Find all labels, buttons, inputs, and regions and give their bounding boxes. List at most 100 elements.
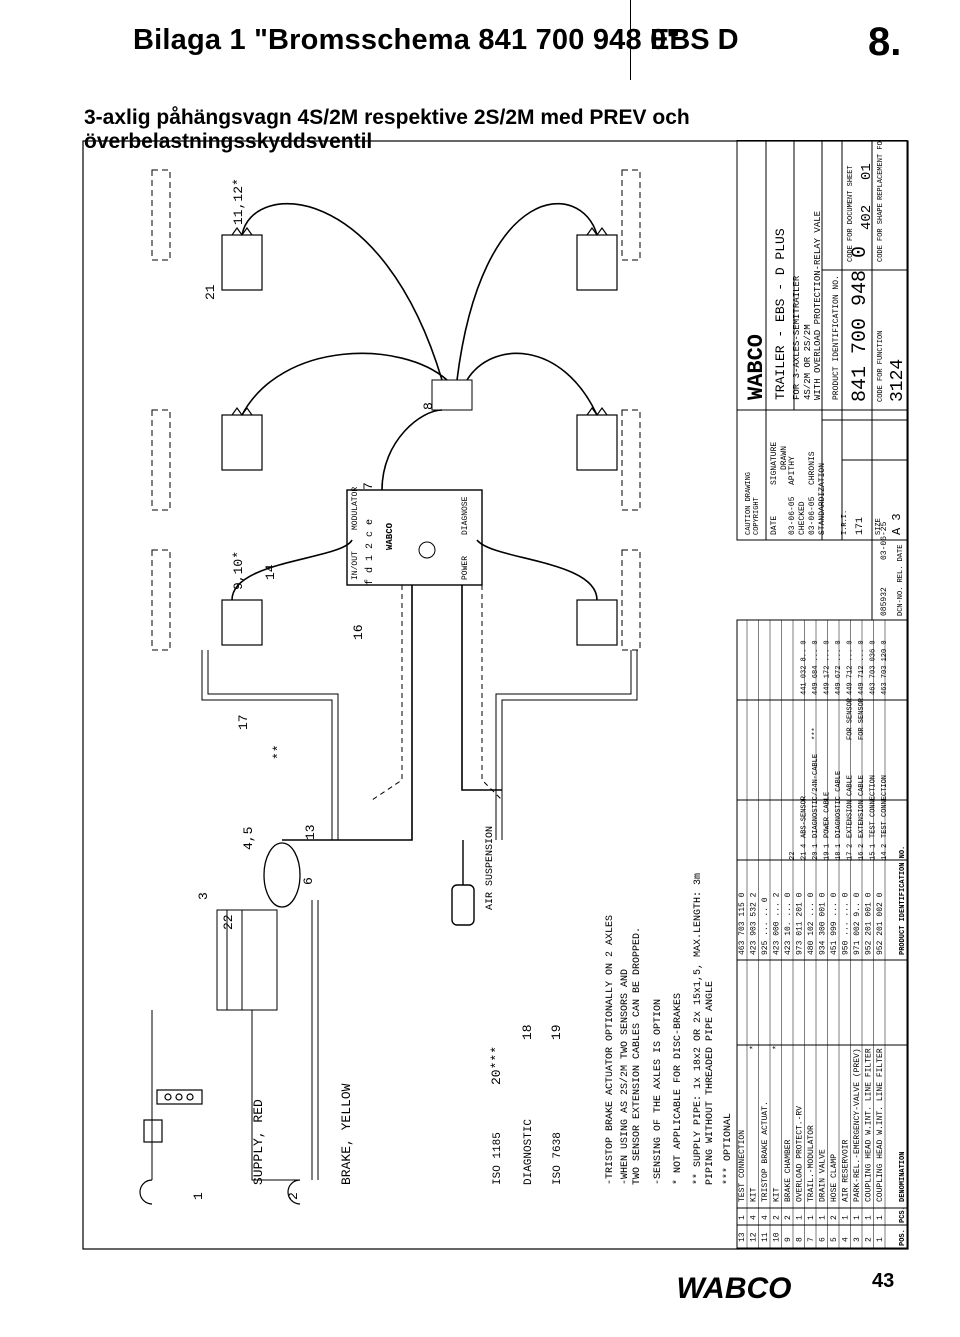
parts-pos: 20 [812,852,820,860]
parts-qty: 1 [796,1215,805,1220]
parts-qty: 1 [824,844,832,848]
parts-number: 463 703 115 0 [738,892,747,955]
parts-remark: FOR SENSOR [847,697,855,740]
parts-denomination: COUPLING HEAD W.INT. LINE FILTER [876,1048,885,1202]
product-id: 841 700 948 0 [849,246,872,402]
drawn-signature: APITHY [788,456,797,485]
parts-pos: 3 [853,1237,862,1242]
air-suspension-symbol [451,840,475,926]
parts-row-right: 22 [789,852,797,860]
parts-denomination: PARK-REL.-EMERGENCY-VALVE (PREV) [853,1048,862,1202]
parts-number: 480 102 ... 0 [807,892,816,955]
parts-denomination: EXTENSION CABLE [858,775,866,838]
checked-date: 03-06-05 [808,496,817,535]
footer-logo-text: WABCO [677,1272,792,1304]
parts-number: 449 712 ... 0 [847,640,855,695]
date-label: DATE [770,516,779,535]
parts-denomination: TRAIL.-MODULATOR [807,1125,816,1202]
code-doc-label: CODE FOR DOCUMENT SHEET [847,165,855,262]
parts-number: 971 002 9.. 0 [853,892,862,955]
signature-label: SIGNATURE [770,442,779,485]
parts-denomination: HOSE CLAMP [830,1154,839,1202]
parts-denomination: TEST CONNECTION [870,775,878,838]
parts-number: 423 903 532 2 [750,892,759,955]
parts-pos: 4 [842,1237,851,1242]
callout-18: 18 [520,1024,535,1040]
parts-qty: 2 [881,844,889,848]
parts-pos: 1 [876,1237,885,1242]
parts-denomination: DRAIN VALVE [819,1149,828,1202]
parts-pos: 8 [796,1237,805,1242]
parts-pos: 2 [865,1237,874,1242]
title-company: WABCO [744,334,769,400]
brake-schematic: WABCO TRAILER - EBS - D PLUS FOR 3-AXLES… [82,140,909,1250]
parts-denomination: KIT [750,1187,759,1202]
parts-number: 451 999 ... 0 [830,892,839,955]
parts-number: 449 672 ... 0 [835,640,843,695]
ecu-ports: f d 1 2 c e [364,519,376,585]
diagram-frame [82,140,909,1250]
parts-qty: 4 [750,1215,759,1220]
callout-21-top: 21 [203,284,218,300]
callout-numbers: 1 2 3 4,5 6 13 14 9,10* 16 17 ** 20*** 1… [191,178,564,1200]
parts-qty: 1 [807,1215,816,1220]
parts-number: 950 ... ... 0 [842,892,851,955]
size-label: SIZE [875,518,883,535]
iso1185-label: ISO 1185 [492,1132,504,1185]
copyright-label: COPYRIGHT [753,497,761,535]
optional-cables [371,585,503,801]
note-4: -SENSING OF THE AXLES IS OPTION [653,999,664,1185]
modulator-ecu: WABCO POWER DIAGNOSE IN/OUT MODULATOR f … [346,487,483,586]
parts-qty: 1 [853,1215,862,1220]
parts-denomination: KIT [773,1187,782,1202]
parts-qty: 2 [784,1215,793,1220]
parts-pos: 9 [784,1237,793,1242]
parts-qty: 1 [819,1215,828,1220]
ecu-in-out: IN/OUT [351,551,360,580]
supply-red-label: SUPPLY, RED [251,1099,266,1185]
parts-pos: 6 [819,1237,828,1242]
callout-double-star: ** [271,744,286,760]
parts-qty: 2 [847,844,855,848]
parts-denomination: TEST CONNECTION [738,1130,747,1202]
callout-9-10-left: 9,10* [231,551,246,590]
header-denomination: DENOMINATION [899,1152,907,1202]
callout-20: 20*** [489,1046,504,1085]
callout-19: 19 [549,1024,564,1040]
callout-2: 2 [286,1192,301,1200]
code-doc: 402 [859,205,875,230]
parts-remark: * [773,1045,782,1050]
parts-number: 423 000 ... 2 [773,892,782,955]
note-6: ** SUPPLY PIPE: 1x 18x2 OR 2x 15x1,5, MA… [692,873,704,1185]
title-line2: FOR 3-AXLES-SEMITRAILER [792,275,802,400]
code-function: 3124 [888,359,908,402]
parts-qty: 4 [801,844,809,848]
parts-denomination: BRAKE CHAMBER [784,1139,793,1202]
parts-number: 449 712 ... 0 [858,640,866,695]
callout-1: 1 [191,1192,206,1200]
callout-7: 7 [361,482,376,490]
parts-number: 449 172 ... 0 [824,640,832,695]
header-pos: POS. [899,1229,907,1246]
parts-number: 441 032 8.. 0 [801,640,809,695]
ecu-modulator: MODULATOR [351,487,360,530]
title-line3: 4S/2M OR 2S/2M [803,324,813,400]
parts-denomination: AIR RESERVOIR [842,1139,851,1202]
parts-qty: 2 [830,1215,839,1220]
parts-row: 3 1 PARK-REL.-EMERGENCY-VALVE (PREV) 971 00… [853,620,863,1248]
title-line1: TRAILER - EBS - D PLUS [773,228,788,400]
ecu-brand: WABCO [385,522,395,550]
parts-remark: * [750,1045,759,1050]
note-2: -WHEN USING AS 2S/2M TWO SENSORS AND [619,969,631,1185]
change-block: 085932 03-06-25 DCN-NO. REL. DATE [871,521,908,621]
parts-remark: FOR SENSOR [858,697,866,740]
parts-qty: 2 [858,844,866,848]
parts-denomination: OVERLOAD PROTECT.-RV [796,1106,805,1202]
